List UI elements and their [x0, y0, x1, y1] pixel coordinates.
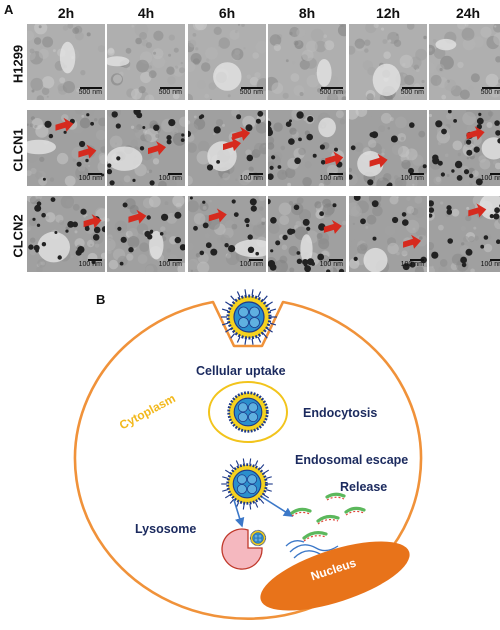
red-arrow	[148, 141, 167, 156]
red-arrow	[78, 144, 97, 159]
tem-image-clcn1-6h: 100 nm	[188, 110, 266, 186]
tem-image-clcn1-24h: 100 nm	[429, 110, 500, 186]
panel-b-letter: B	[96, 292, 106, 307]
label-lysosome: Lysosome	[135, 522, 197, 536]
scale-bar: 100 nm	[319, 173, 343, 182]
red-arrow	[208, 208, 227, 223]
tem-image-clcn1-8h: 100 nm	[268, 110, 346, 186]
red-arrow	[232, 126, 251, 141]
nanoparticle-lysosome	[249, 529, 267, 547]
cell-uptake-diagram	[73, 289, 423, 620]
tem-image-clcn1-4h: 100 nm	[107, 110, 185, 186]
tem-image-h1299-6h: 500 nm	[188, 24, 266, 100]
tem-image-clcn1-12h: 100 nm	[349, 110, 427, 186]
tem-image-h1299-12h: 500 nm	[349, 24, 427, 100]
red-arrow	[466, 126, 485, 141]
tem-image-clcn1-2h: 100 nm	[27, 110, 105, 186]
row-label-clcn2: CLCN2	[10, 214, 26, 258]
red-arrow	[222, 137, 241, 152]
scale-bar: 500 nm	[78, 87, 102, 96]
red-arrow	[325, 151, 344, 166]
scale-bar: 500 nm	[158, 87, 182, 96]
time-label-6h: 6h	[218, 5, 236, 21]
arrow-to-release	[261, 496, 294, 517]
scale-bar: 500 nm	[481, 87, 500, 97]
tem-image-clcn2-8h: 100 nm	[268, 196, 346, 272]
label-release: Release	[340, 480, 388, 494]
nanoparticle-escape	[221, 458, 273, 510]
scale-bar: 500 nm	[319, 87, 343, 96]
red-arrow	[403, 234, 422, 249]
tem-image-h1299-2h: 500 nm	[27, 24, 105, 100]
tem-image-clcn2-24h: 100 nm	[429, 196, 500, 272]
time-point-header: 2h 4h 6h 8h 12h 24h	[0, 0, 500, 24]
scale-bar: 100 nm	[78, 259, 102, 268]
cell-membrane	[73, 300, 423, 620]
tem-image-clcn2-2h: 100 nm	[27, 196, 105, 272]
red-arrow	[128, 209, 147, 224]
row-label-h1299: H1299	[10, 44, 26, 84]
row-label-clcn1: CLCN1	[10, 128, 26, 172]
label-endocytosis: Endocytosis	[303, 406, 378, 420]
label-cellular-uptake: Cellular uptake	[196, 364, 286, 378]
tem-image-clcn2-12h: 100 nm	[349, 196, 427, 272]
scale-bar: 500 nm	[400, 87, 424, 96]
scale-bar: 100 nm	[239, 259, 263, 268]
scale-bar: 100 nm	[158, 259, 182, 268]
label-endosomal-escape: Endosomal escape	[295, 453, 409, 467]
scale-bar: 100 nm	[319, 259, 343, 268]
tem-image-clcn2-4h: 100 nm	[107, 196, 185, 272]
red-arrow	[55, 117, 74, 132]
scale-bar: 100 nm	[78, 173, 102, 182]
lysosome-shape	[221, 528, 263, 570]
time-label-4h: 4h	[137, 5, 155, 21]
arrow-to-lysosome	[233, 499, 245, 528]
panel-a-letter: A	[4, 2, 14, 17]
scale-bar: 100 nm	[481, 173, 500, 183]
time-label-2h: 2h	[57, 5, 75, 21]
time-label-24h: 24h	[455, 5, 481, 21]
released-rna-strands	[290, 492, 366, 542]
scale-bar: 100 nm	[400, 173, 424, 182]
scale-bar: 500 nm	[239, 87, 263, 96]
scale-bar: 100 nm	[158, 173, 182, 182]
tem-image-h1299-24h: 500 nm	[429, 24, 500, 100]
tem-image-h1299-4h: 500 nm	[107, 24, 185, 100]
time-label-8h: 8h	[298, 5, 316, 21]
scale-bar: 100 nm	[239, 173, 263, 182]
red-arrow	[323, 219, 342, 234]
scale-bar: 100 nm	[400, 259, 424, 268]
nucleus	[260, 541, 410, 611]
red-arrow	[369, 153, 388, 168]
red-arrow	[468, 203, 487, 218]
scale-bar: 100 nm	[481, 259, 500, 269]
tem-image-clcn2-6h: 100 nm	[188, 196, 266, 272]
red-arrow	[83, 214, 102, 229]
nanoparticle-uptake	[221, 289, 277, 345]
tem-image-h1299-8h: 500 nm	[268, 24, 346, 100]
time-label-12h: 12h	[375, 5, 401, 21]
nanoparticle-endocytosis	[227, 391, 269, 433]
